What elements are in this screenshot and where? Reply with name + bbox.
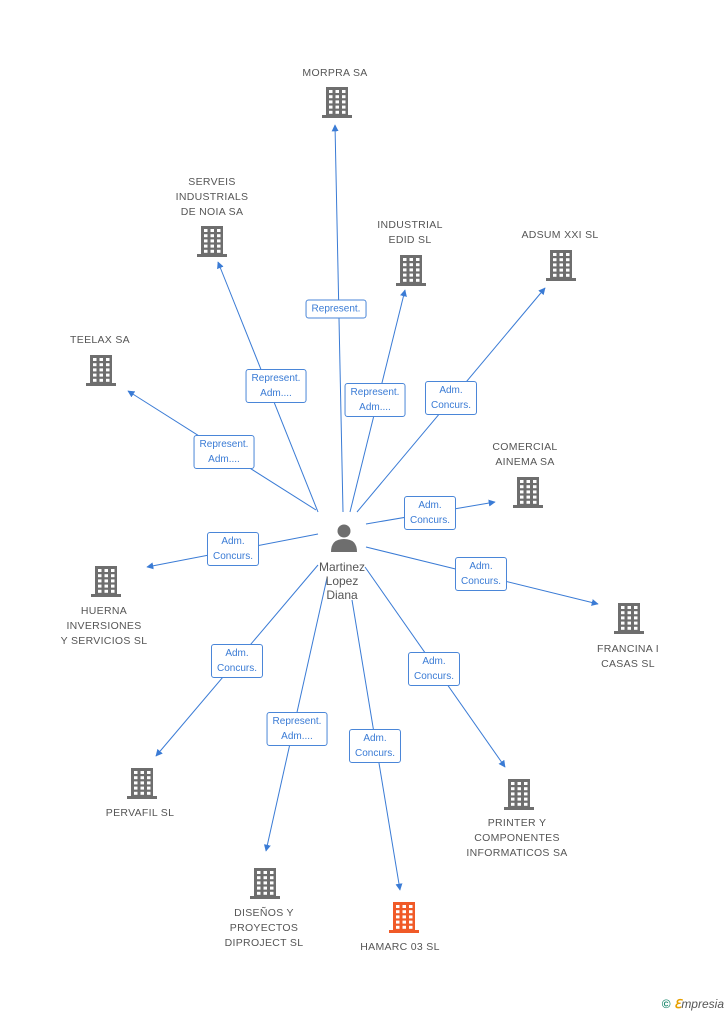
edge-label-hamarc[interactable]: Adm. Concurs.: [348, 729, 402, 763]
edge-label-serveis[interactable]: Represent. Adm....: [245, 369, 307, 403]
person-label[interactable]: Martinez Lopez Diana: [318, 560, 366, 602]
person-icon[interactable]: [331, 524, 357, 553]
company-label-industrial[interactable]: INDUSTRIAL EDID SL: [377, 219, 443, 246]
edge-label-francina[interactable]: Adm. Concurs.: [454, 557, 508, 591]
company-label-adsum[interactable]: ADSUM XXI SL: [521, 229, 599, 241]
building-icon-printer[interactable]: [504, 779, 534, 810]
edge-label-industrial[interactable]: Represent. Adm....: [344, 383, 406, 417]
company-label-disenos[interactable]: DISEÑOS Y PROYECTOS DIPROJECT SL: [224, 907, 304, 949]
building-icon-adsum[interactable]: [546, 250, 576, 281]
edge-label-adsum[interactable]: Adm. Concurs.: [424, 381, 478, 415]
building-icon-disenos[interactable]: [250, 868, 280, 899]
building-icon-francina[interactable]: [614, 603, 644, 634]
brand-logo: © ℇmpresia: [661, 997, 724, 1011]
building-icon-pervafil[interactable]: [127, 768, 157, 799]
company-label-pervafil[interactable]: PERVAFIL SL: [105, 807, 175, 819]
building-icon-serveis[interactable]: [197, 226, 227, 257]
company-label-francina[interactable]: FRANCINA I CASAS SL: [597, 643, 659, 670]
building-icon-teelax[interactable]: [86, 355, 116, 386]
building-icon-morpra[interactable]: [322, 87, 352, 118]
edge-label-huerna[interactable]: Adm. Concurs.: [206, 532, 260, 566]
building-icon-hamarc[interactable]: [389, 902, 419, 933]
edge-label-disenos[interactable]: Represent. Adm....: [266, 712, 328, 746]
company-label-morpra[interactable]: MORPRA SA: [302, 67, 368, 79]
company-label-teelax[interactable]: TEELAX SA: [70, 334, 130, 346]
edge-label-teelax[interactable]: Represent. Adm....: [193, 435, 255, 469]
building-icon-huerna[interactable]: [91, 566, 121, 597]
building-icon-industrial[interactable]: [396, 255, 426, 286]
edge-morpra: [331, 124, 344, 513]
company-label-printer[interactable]: PRINTER Y COMPONENTES INFORMATICOS SA: [466, 817, 568, 859]
edge-label-printer[interactable]: Adm. Concurs.: [407, 652, 461, 686]
edge-label-morpra[interactable]: Represent.: [305, 299, 367, 319]
edge-label-pervafil[interactable]: Adm. Concurs.: [210, 644, 264, 678]
company-label-serveis[interactable]: SERVEIS INDUSTRIALS DE NOIA SA: [175, 176, 249, 218]
edge-label-comercial[interactable]: Adm. Concurs.: [403, 496, 457, 530]
building-icon-comercial[interactable]: [513, 477, 543, 508]
company-label-hamarc[interactable]: HAMARC 03 SL: [360, 941, 440, 953]
company-label-comercial[interactable]: COMERCIAL AINEMA SA: [492, 441, 558, 468]
company-label-huerna[interactable]: HUERNA INVERSIONES Y SERVICIOS SL: [60, 605, 148, 647]
